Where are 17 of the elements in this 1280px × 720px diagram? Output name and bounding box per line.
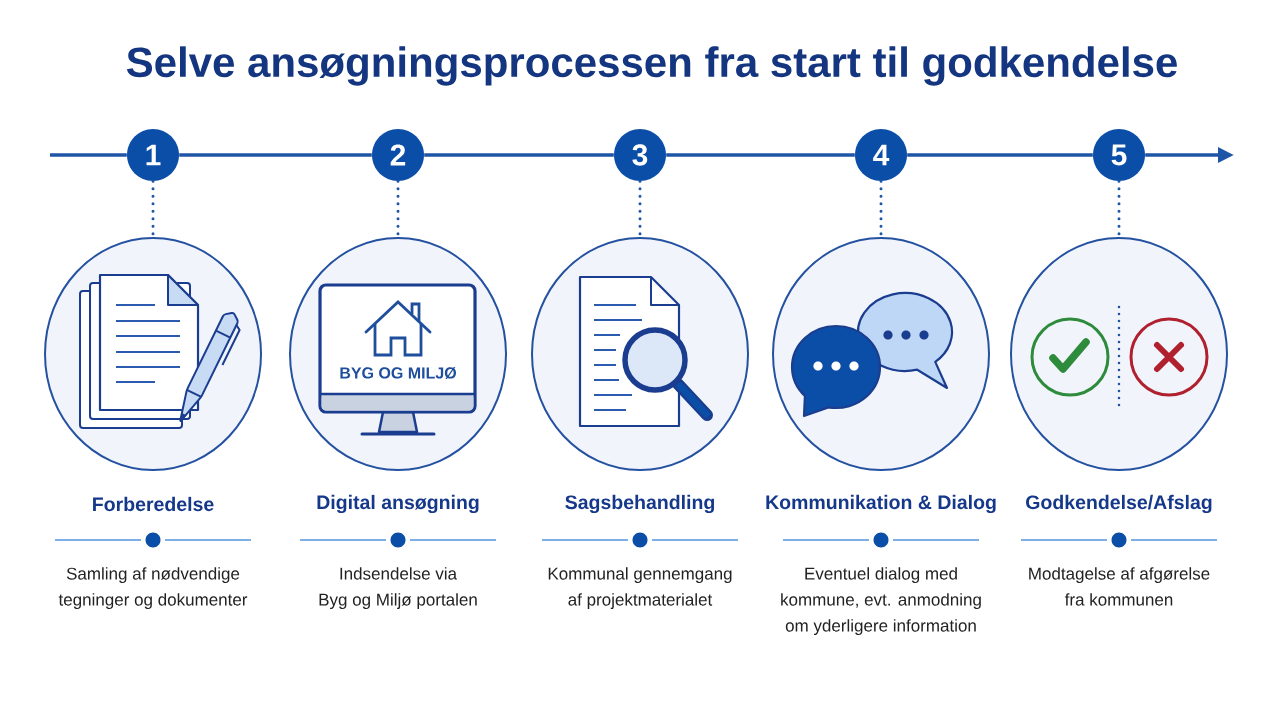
step-description: Eventuel dialog med kommune, evt. anmodning om yderligere information	[781, 567, 981, 636]
timeline-line	[666, 153, 855, 157]
step-heading: Sagsbehandling	[565, 494, 714, 514]
step-description: Indsendelse via Byg og Miljø portalen	[319, 567, 477, 610]
timeline-line	[424, 153, 614, 157]
screen-text: BYG OG MILJØ	[340, 366, 456, 380]
step-description: Samling af nødvendige tegninger og dokumenter	[58, 567, 248, 610]
step-heading: Kommunikation & Dialog	[766, 494, 996, 514]
step-description: Kommunal gennemgang af projektmaterialet	[548, 567, 732, 610]
step-heading: Digital ansøgning	[317, 494, 479, 514]
step-heading: Godkendelse/Afslag	[1026, 494, 1212, 514]
timeline-line	[179, 153, 372, 157]
timeline-line	[50, 153, 127, 157]
title: Selve ansøgningsprocessen fra start til godkendelse	[126, 46, 1177, 86]
timeline-line	[907, 153, 1093, 157]
step-heading: Forberedelse	[93, 496, 214, 512]
step-description: Modtagelse af afgørelse fra kommunen	[1029, 567, 1210, 606]
